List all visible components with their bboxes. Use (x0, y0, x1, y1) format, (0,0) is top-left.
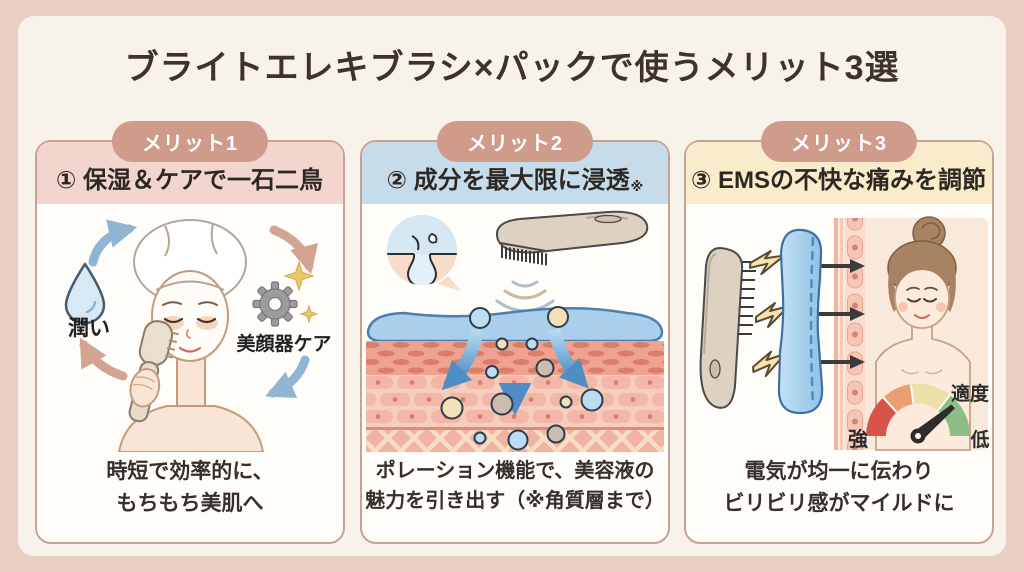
gel-pad (777, 228, 824, 415)
merit-1-caption-line1: 時短で効率的に、 (106, 460, 274, 483)
merit-3-badge: メリット3 (760, 121, 918, 162)
merit-2-badge: メリット2 (436, 121, 594, 162)
moisture-care-cycle-illustration: 潤い 美顔器ケア (64, 219, 332, 452)
merit-3-heading: ③ EMSの不快な痛みを調節 (686, 142, 992, 204)
skin-cell-strip (834, 218, 865, 450)
gauge-label-moderate: 適度 (951, 382, 990, 405)
pore-bubble-icon (387, 215, 461, 291)
merit-card-2: メリット2 ② 成分を最大限に浸透※ (360, 121, 670, 544)
serum-particles (440, 306, 604, 451)
merit-2-caption-line1: ポレーション機能で、美容液の (375, 460, 655, 482)
ems-comfort-illustration: 強 適度 低 (699, 216, 990, 451)
skin-penetration-illustration (366, 210, 664, 452)
gear-icon (252, 281, 298, 327)
merit-2-caption: ポレーション機能で、美容液の 魅力を引き出す（※角質層まで） (362, 456, 668, 516)
intensity-gauge-icon: 強 適度 低 (848, 382, 990, 451)
drop-label: 潤い (68, 316, 110, 340)
merit-3-caption-line1: 電気が均一に伝わり (744, 460, 934, 483)
merit-2-heading-text: ② 成分を最大限に浸透 (386, 167, 630, 194)
page-title: ブライトエレキブラシ×パックで使うメリット3選 (124, 49, 900, 87)
merit-3-caption: 電気が均一に伝わり ビリビリ感がマイルドに (686, 456, 992, 519)
sparkles-icon (283, 260, 319, 324)
merit-2-caption-line2: 魅力を引き出す（※角質層まで） (365, 490, 665, 512)
penetration-arrows-icon (441, 324, 589, 416)
skin-layers (366, 341, 664, 452)
gear-label: 美顔器ケア (236, 332, 331, 355)
gauge-label-low: 低 (969, 428, 989, 451)
merit-3-heading-text: ③ EMSの不快な痛みを調節 (691, 167, 986, 194)
facial-brush-icon (128, 320, 179, 423)
merit-1-badge: メリット1 (111, 121, 269, 162)
water-drop-icon (64, 262, 106, 325)
merit-1-heading-text: ① 保湿＆ケアで一石二鳥 (56, 167, 323, 194)
merit-1-caption: 時短で効率的に、 もちもち美肌へ (37, 456, 343, 519)
woman-with-towel-illustration (118, 219, 264, 452)
merit-2-heading-note: ※ (630, 179, 644, 194)
gauge-label-strong: 強 (848, 428, 868, 451)
merit-card-1: メリット1 ① 保湿＆ケアで一石二鳥 潤い (35, 121, 345, 544)
brush-device-icon (699, 246, 756, 409)
vibration-waves-icon (495, 280, 555, 313)
merit-3-caption-line2: ビリビリ感がマイルドに (723, 491, 955, 515)
merit-1-caption-line2: もちもち美肌へ (116, 491, 264, 515)
merit-card-3: メリット3 ③ EMSの不快な痛みを調節 (684, 121, 994, 544)
brush-device-icon (496, 210, 649, 266)
cycle-arrows-icon (79, 219, 319, 399)
